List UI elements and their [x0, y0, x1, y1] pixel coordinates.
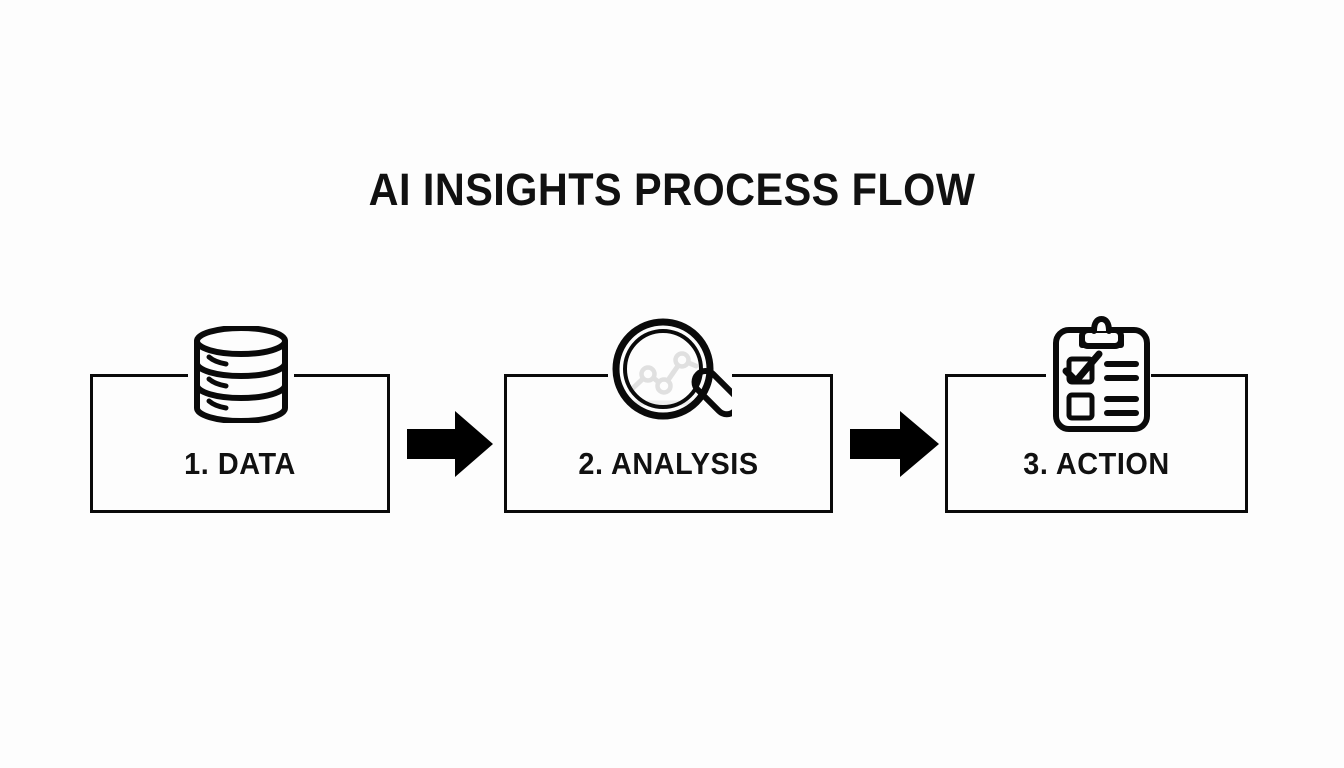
- page-title: AI INSIGHTS PROCESS FLOW: [368, 164, 976, 215]
- database-icon: [190, 326, 292, 423]
- arrow-2-icon: [850, 411, 939, 477]
- magnifying-glass-chart-icon: [612, 318, 732, 430]
- step-label-data: 1. DATA: [184, 446, 296, 481]
- step-label-analysis: 2. ANALYSIS: [578, 446, 759, 481]
- lens-chart: [626, 351, 699, 406]
- clipboard-checklist-icon: [1052, 316, 1151, 432]
- arrow-1-icon: [407, 411, 493, 477]
- step-label-action: 3. ACTION: [1023, 446, 1170, 481]
